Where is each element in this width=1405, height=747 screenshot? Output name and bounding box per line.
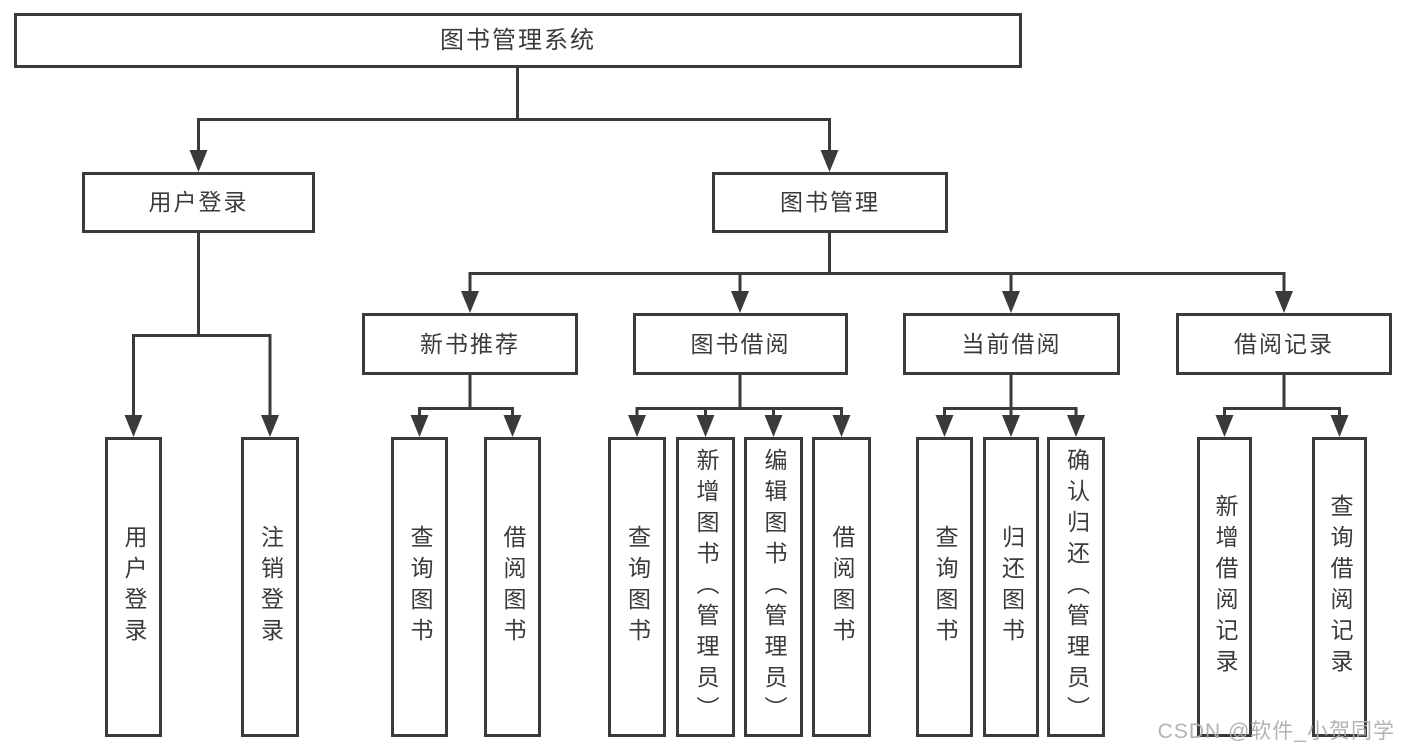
node-current-borrowing-label: 当前借阅 [961, 330, 1062, 357]
leaf-query-books-current-label: 查询图书 [932, 525, 958, 649]
arrowhead [503, 415, 522, 437]
leaf-add-borrow-record: 新增借阅记录 [1197, 437, 1252, 737]
arrowhead [832, 415, 851, 437]
root-node-library-management-system: 图书管理系统 [14, 13, 1022, 68]
leaf-query-books-recommend: 查询图书 [391, 437, 448, 737]
leaf-edit-books-admin-label: 编辑图书（管理员） [761, 447, 787, 727]
node-book-management-label: 图书管理 [780, 189, 880, 215]
node-user-login: 用户登录 [82, 172, 315, 233]
leaf-return-books: 归还图书 [983, 437, 1039, 737]
connector-user-login [132, 233, 272, 418]
arrowhead [1002, 291, 1020, 313]
connector-book-management [468, 233, 1286, 295]
watermark-text: CSDN @软件_小贺同学 [1157, 720, 1395, 743]
node-book-borrowing-label: 图书借阅 [690, 330, 791, 357]
node-new-book-recommendation-label: 新书推荐 [420, 330, 520, 357]
leaf-query-books-borrowing-label: 查询图书 [624, 525, 651, 649]
leaf-add-books-admin-label: 新增图书（管理员） [693, 447, 719, 727]
connector-borrowing-records [1223, 375, 1341, 418]
leaf-add-books-admin: 新增图书（管理员） [676, 437, 735, 737]
leaf-logout: 注销登录 [241, 437, 299, 737]
arrowhead [731, 291, 749, 313]
arrowhead [764, 415, 783, 437]
node-new-book-recommendation: 新书推荐 [362, 313, 578, 375]
arrowhead [124, 415, 143, 437]
arrowhead [1330, 415, 1349, 437]
connector-new-book-recommendation [418, 375, 514, 418]
arrowhead [261, 415, 279, 437]
node-user-login-label: 用户登录 [148, 189, 249, 215]
connector-book-borrowing [635, 375, 843, 418]
leaf-return-books-label: 归还图书 [998, 525, 1025, 649]
arrowhead [189, 150, 208, 172]
leaf-confirm-return-admin-label: 确认归还（管理员） [1063, 447, 1090, 727]
leaf-query-books-borrowing: 查询图书 [608, 437, 666, 737]
arrowhead [696, 415, 715, 437]
leaf-query-borrow-record-label: 查询借阅记录 [1327, 494, 1353, 680]
leaf-query-books-current: 查询图书 [916, 437, 973, 737]
arrowhead [461, 291, 479, 313]
arrowhead [1067, 415, 1085, 437]
node-borrowing-records: 借阅记录 [1176, 313, 1392, 375]
arrowhead [1002, 415, 1020, 437]
arrowhead [410, 415, 429, 437]
arrowhead [820, 150, 839, 172]
leaf-borrow-books-recommend-label: 借阅图书 [500, 525, 526, 649]
node-borrowing-records-label: 借阅记录 [1234, 330, 1334, 357]
leaf-logout-label: 注销登录 [257, 525, 284, 649]
leaf-confirm-return-admin: 确认归还（管理员） [1047, 437, 1105, 737]
leaf-user-login: 用户登录 [105, 437, 162, 737]
arrowhead [1215, 415, 1234, 437]
connector-root [197, 68, 831, 153]
connector-current-borrowing [943, 375, 1078, 418]
leaf-add-borrow-record-label: 新增借阅记录 [1212, 494, 1238, 680]
arrowhead [628, 415, 646, 437]
leaf-query-borrow-record: 查询借阅记录 [1312, 437, 1367, 737]
leaf-query-books-recommend-label: 查询图书 [407, 525, 433, 649]
leaf-user-login-label: 用户登录 [121, 525, 147, 649]
arrowhead [1275, 291, 1293, 313]
root-node-label: 图书管理系统 [440, 26, 596, 54]
leaf-borrow-books-borrowing-label: 借阅图书 [829, 525, 855, 649]
arrowhead [935, 415, 954, 437]
node-book-management: 图书管理 [712, 172, 948, 233]
leaf-borrow-books-borrowing: 借阅图书 [812, 437, 871, 737]
leaf-edit-books-admin: 编辑图书（管理员） [744, 437, 803, 737]
node-current-borrowing: 当前借阅 [903, 313, 1120, 375]
leaf-borrow-books-recommend: 借阅图书 [484, 437, 541, 737]
node-book-borrowing: 图书借阅 [633, 313, 848, 375]
